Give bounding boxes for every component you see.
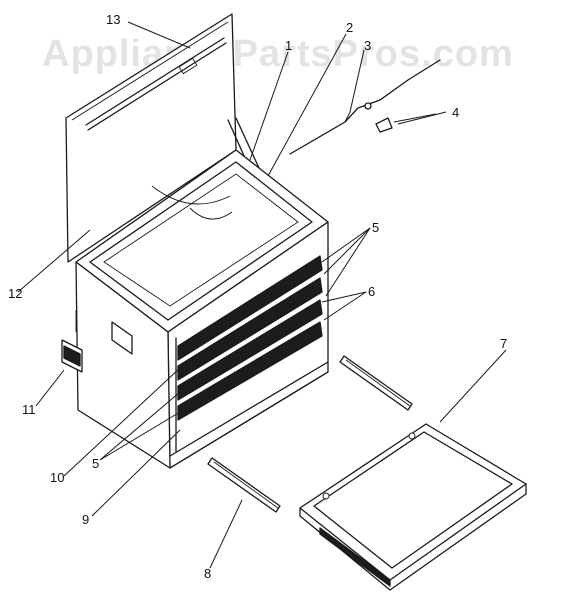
- callout-7: 7: [500, 336, 507, 351]
- callout-4: 4: [452, 105, 459, 120]
- callout-3: 3: [364, 38, 371, 53]
- callout-6: 6: [368, 284, 375, 299]
- callout-8: 8: [204, 566, 211, 581]
- chest-body: [61, 149, 329, 469]
- callout-12: 12: [8, 286, 22, 301]
- stay-rod-hardware: [289, 59, 441, 155]
- lid: [65, 13, 237, 263]
- callout-10: 10: [50, 470, 64, 485]
- callout-5-top: 5: [372, 220, 379, 235]
- callout-11: 11: [22, 402, 36, 417]
- callout-2: 2: [346, 20, 353, 35]
- callouts: 13 1 2 3 4 5 6 7 12 11 10 5 9 8: [8, 12, 507, 581]
- drawer-slide-front: [207, 457, 281, 513]
- leader-lines: [17, 21, 507, 569]
- watermark: AppliancePartsPros.com: [42, 33, 514, 75]
- callout-5-bottom: 5: [92, 456, 99, 471]
- drawer-slide-rear: [339, 355, 413, 411]
- callout-1: 1: [285, 38, 292, 53]
- callout-9: 9: [82, 512, 89, 527]
- callout-13: 13: [106, 12, 120, 27]
- drawer: [299, 423, 527, 591]
